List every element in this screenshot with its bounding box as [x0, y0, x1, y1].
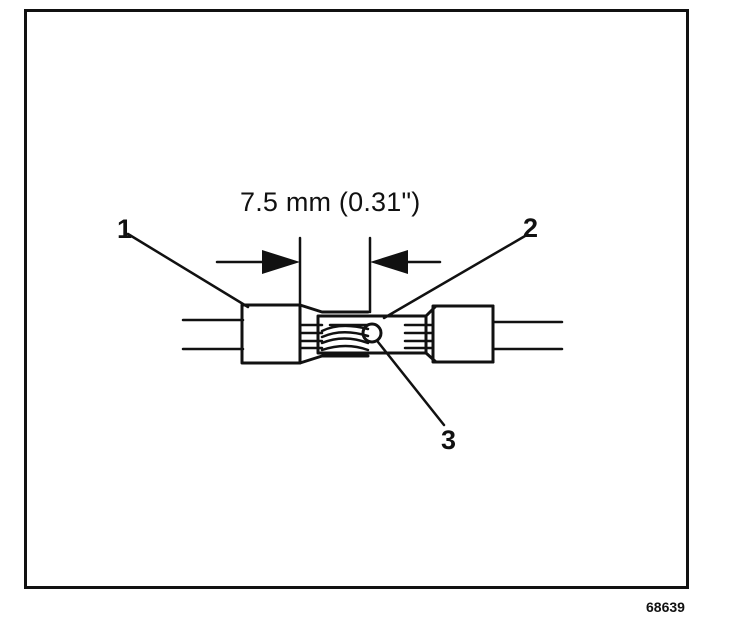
leader-2	[382, 234, 527, 320]
callout-2: 2	[523, 213, 539, 243]
figure-id: 68639	[646, 599, 685, 615]
solder-point	[361, 322, 383, 344]
dim-arrow-left	[262, 250, 300, 274]
left-sleeve	[240, 303, 302, 365]
right-sleeve	[431, 304, 495, 364]
leader-1	[126, 232, 250, 309]
figure-frame	[24, 9, 689, 589]
callout-1: 1	[117, 214, 133, 244]
leader-3	[376, 340, 446, 427]
left-taper	[298, 303, 370, 365]
right-taper	[424, 304, 495, 364]
callout-3: 3	[441, 425, 457, 455]
wire-strands	[320, 323, 370, 352]
dimension-label: 7.5 mm (0.31")	[240, 187, 421, 217]
dim-arrow-right	[370, 250, 408, 274]
